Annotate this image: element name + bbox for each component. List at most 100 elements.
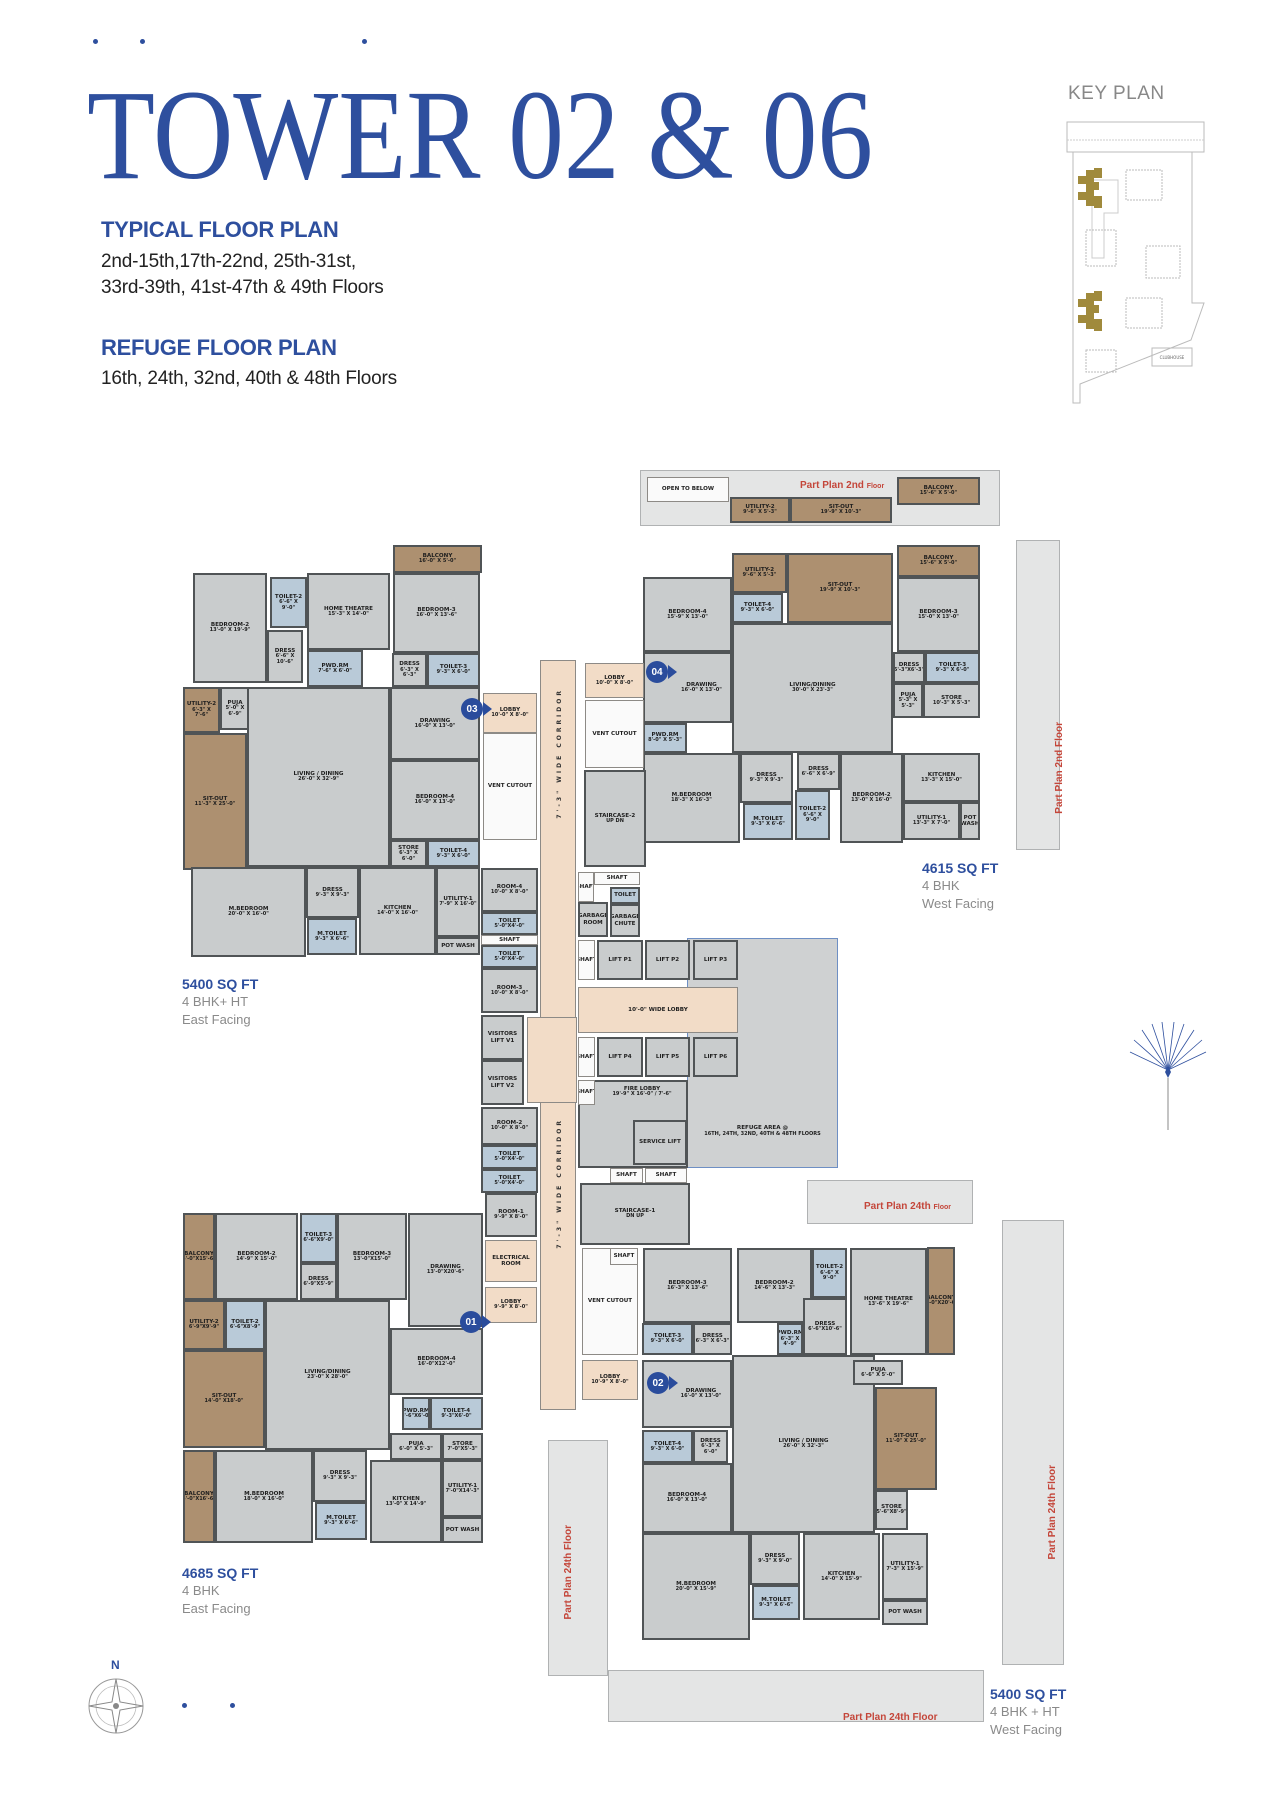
room-room-2: Room-210'-0" X 8'-0" <box>481 1107 538 1145</box>
room-bedroom-3: Bedroom-313'-0"X15'-0" <box>337 1213 407 1300</box>
room-sit-out: Sit-out19'-9" X 10'-3" <box>787 553 893 623</box>
entrance-marker-01: 01 <box>460 1311 482 1333</box>
room-name: Bedroom-3 <box>668 1279 707 1286</box>
room-dimensions: 7'-3" X 15'-9" <box>886 1565 924 1572</box>
corridor-landing <box>527 1017 577 1103</box>
room-bedroom-2: Bedroom-213'-0" X 16'-0" <box>840 753 903 843</box>
room-lobby: Lobby10'-9" X 8'-0" <box>582 1360 638 1400</box>
room-name: Toilet-4 <box>442 1407 471 1414</box>
room-name: Open to Below <box>661 486 715 493</box>
room-dimensions: 16'-0" X 13'-0" <box>681 686 722 693</box>
room-name: Visitors Lift V1 <box>487 1031 518 1044</box>
room-dimensions: 9'-9" X 8'-0" <box>494 1214 528 1221</box>
room-name: Lobby <box>500 1299 522 1306</box>
room-dimensions: 16'-0" X 13'-0" <box>414 722 456 729</box>
room-dress: Dress9'-3" X 9'-0" <box>750 1533 800 1585</box>
room-toilet: Toilet5'-0"X4'-0" <box>481 945 538 968</box>
room-name: Toilet-3 <box>653 1333 682 1340</box>
room-name: Shaft <box>613 1253 635 1260</box>
unit-type: 4 BHK + HT <box>990 1704 1060 1719</box>
room-dimensions: 9'-3" X 6'-6" <box>315 935 349 942</box>
room-living-dining: Living/Dining30'-0" X 23'-3" <box>732 623 893 753</box>
room-dimensions: 13'-3" X 7'-0" <box>912 820 951 827</box>
room-name: Bedroom-4 <box>668 608 707 615</box>
room-garbage-room: Garbage Room <box>578 902 608 937</box>
typical-floors-line: 33rd-39th, 41st-47th & 49th Floors <box>101 277 384 298</box>
room-visitors-lift-v1: Visitors Lift V1 <box>481 1015 524 1060</box>
typical-floors-line: 2nd-15th,17th-22nd, 25th-31st, <box>101 251 356 272</box>
room-name: Toilet <box>498 950 521 957</box>
part-plan-label: Part Plan 2nd Floor <box>1054 722 1065 814</box>
decor-dot <box>362 39 367 44</box>
room-utility-2: Utility-26'-9"X9'-9" <box>183 1300 225 1350</box>
room-name: Drawing <box>430 1264 461 1271</box>
room-name: Room-1 <box>498 1209 524 1216</box>
room-dimensions: 5'-0"X4'-0" <box>494 922 525 929</box>
room-toilet-2: Toilet-26'-6" X 9'-0" <box>270 577 307 628</box>
room-10-0-wide-lobby: 10'-0" Wide Lobby <box>578 987 738 1033</box>
room-dimensions: 7'-6" X 6'-0" <box>318 667 352 674</box>
room-name: Sit-out <box>827 582 853 589</box>
room-utility-2: Utility-26'-3" X 7'-6" <box>183 687 220 733</box>
room-bedroom-2: Bedroom-214'-9" X 15'-0" <box>215 1213 298 1300</box>
room-name: Vent Cutout <box>592 730 637 737</box>
room-puja: Puja5'-0" X 6'-9" <box>220 687 250 730</box>
refuge-floor-heading: REFUGE FLOOR PLAN <box>101 335 337 360</box>
room-balcony: Balcony5'-0"X20'-0" <box>927 1247 955 1355</box>
room-dimensions: 13'-0" X 16'-0" <box>851 797 892 804</box>
decor-dot <box>182 1703 187 1708</box>
unit-facing: East Facing <box>182 1601 251 1616</box>
room-name: Balcony <box>923 485 954 492</box>
room-lift-p3: Lift P3 <box>693 940 738 980</box>
room-utility-1: Utility-17'-9" X 16'-0" <box>436 867 480 937</box>
room-name: Toilet-2 <box>231 1319 259 1326</box>
room-name: Lift P4 <box>608 1053 632 1060</box>
room-dimensions: 19'-9" X 10'-3" <box>819 587 861 594</box>
room-vent-cutout: Vent Cutout <box>483 733 537 840</box>
room-lobby: Lobby10'-0" X 8'-0" <box>585 663 644 698</box>
room-dimensions: 6'-0" X 5'-3" <box>399 1445 433 1452</box>
room-name: Bedroom-2 <box>237 1250 276 1257</box>
room-room-4: Room-410'-0" X 8'-0" <box>481 868 538 912</box>
room-lift-p6: Lift P6 <box>693 1037 738 1077</box>
room-name: Drawing <box>685 1388 717 1395</box>
room-toilet-3: Toilet-39'-3" X 6'-0" <box>642 1323 693 1355</box>
room-name: M.Bedroom <box>244 1490 284 1497</box>
room-dimensions: 10'-0" X 8'-0" <box>490 1125 529 1132</box>
room-m-toilet: M.Toilet9'-3" X 6'-6" <box>307 918 357 955</box>
room-dimensions: 6'-3" X 7'-6" <box>192 706 211 719</box>
room-name: M.Toilet <box>326 1515 356 1522</box>
room-dimensions: 15'-9" X 13'-0" <box>667 613 708 620</box>
part-plan-strip <box>608 1670 984 1722</box>
room-bedroom-3: Bedroom-315'-0" X 13'-0" <box>897 577 980 652</box>
room-room-1: Room-19'-9" X 8'-0" <box>485 1193 537 1237</box>
room-dress: Dress9'-3" X 9'-3" <box>740 753 793 803</box>
unit-area: 5400 SQ FT <box>990 1686 1067 1702</box>
room-name: Shaft <box>499 936 520 943</box>
part-plan-label: Part Plan 2nd Floor <box>800 480 885 491</box>
room-dimensions: 18'-3" X 16'-3" <box>671 797 712 804</box>
room-name: M.Toilet <box>317 930 347 937</box>
room-living-dining: Living / Dining26'-0" X 32'-3" <box>732 1355 875 1533</box>
room-bedroom-4: Bedroom-416'-0"X12'-0" <box>390 1328 483 1395</box>
room-toilet-4: Toilet-49'-3" X 6'-0" <box>642 1430 693 1463</box>
room-shaft: Shaft <box>578 1037 595 1077</box>
typical-floor-heading: TYPICAL FLOOR PLAN <box>101 217 339 242</box>
room-open-to-below: Open to Below <box>647 477 729 502</box>
room-name: Lift P1 <box>608 956 632 963</box>
room-name: Utility-2 <box>744 567 775 574</box>
room-name: Lobby <box>604 674 625 681</box>
room-shaft: Shaft <box>610 1248 638 1265</box>
room-dimensions: 13'-0"X20'-6" <box>426 1269 465 1276</box>
room-dress: Dress6'-3" X 6'-3" <box>693 1323 732 1355</box>
refuge-floors-line: 16th, 24th, 32nd, 40th & 48th Floors <box>101 368 397 389</box>
room-name: Pot Wash <box>441 942 475 949</box>
room-dimensions: 13'-0" X 19'-9" <box>209 627 251 634</box>
compass-icon <box>88 1678 144 1734</box>
room-name: Staircase-2 <box>594 812 636 819</box>
room-dimensions: 10'-0" X 8'-0" <box>491 712 529 719</box>
room-dimensions: 14'-0" X 15'-9" <box>821 1575 862 1582</box>
part-plan-label: Part Plan 24th Floor <box>1047 1465 1058 1560</box>
room-bedroom-3: Bedroom-316'-0" X 13'-6" <box>393 573 480 653</box>
